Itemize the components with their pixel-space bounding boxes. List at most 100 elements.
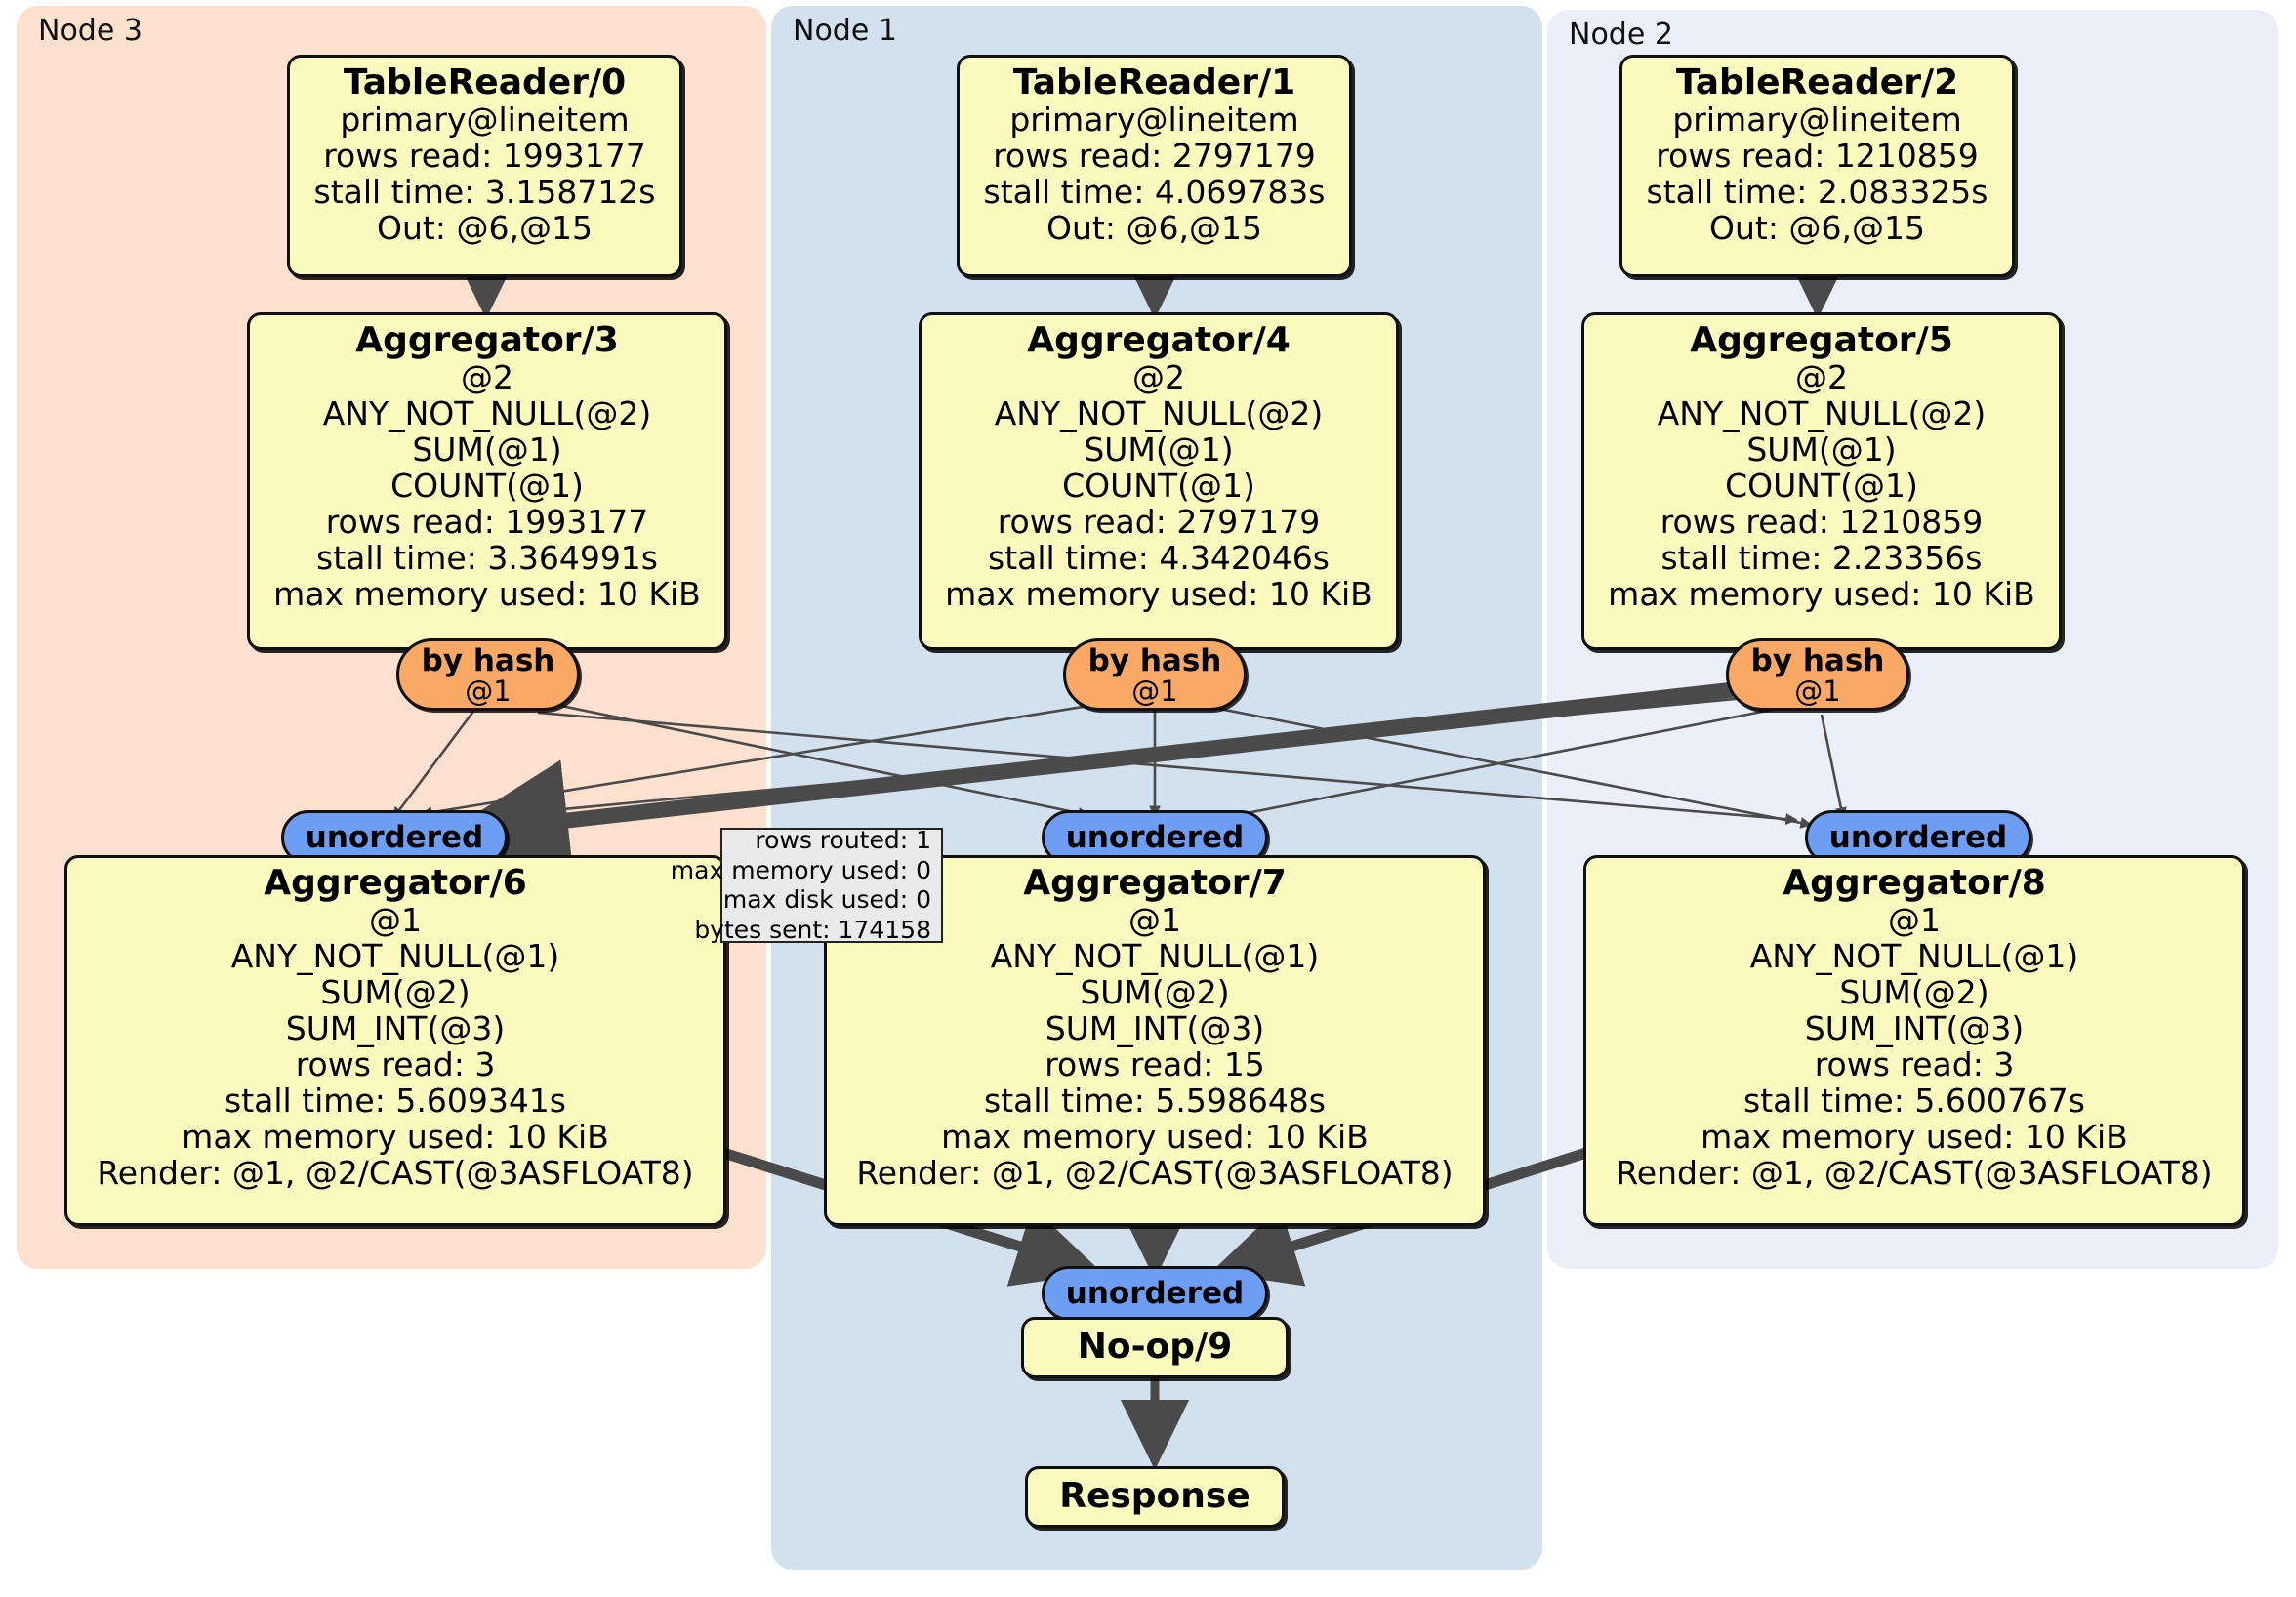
processor-tablereader-2[interactable]: TableReader/2 primary@lineitem rows read… [1620, 55, 2015, 277]
processor-detail-line: SUM(@2) [1080, 973, 1230, 1012]
processor-detail-line: primary@lineitem [1009, 101, 1299, 140]
processor-detail-line: SUM(@2) [320, 973, 471, 1012]
processor-detail-line: rows read: 3 [295, 1045, 496, 1085]
cluster-label-node-2: Node 2 [1569, 18, 1673, 52]
processor-detail-line: rows read: 15 [1045, 1045, 1265, 1085]
processor-detail-line: max memory used: 10 KiB [182, 1118, 609, 1157]
processor-title: No-op/9 [1077, 1327, 1233, 1368]
processor-no-op-9[interactable]: No-op/9 [1021, 1317, 1289, 1378]
processor-title: Aggregator/6 [264, 863, 527, 903]
processor-detail-line: stall time: 5.598648s [984, 1082, 1326, 1121]
processor-detail-line: SUM(@1) [1084, 430, 1234, 470]
processor-aggregator-7[interactable]: Aggregator/7 @1 ANY_NOT_NULL(@1) SUM(@2)… [824, 855, 1486, 1226]
stream-stat-line: bytes sent: 174158 [694, 915, 931, 944]
processor-title: TableReader/1 [1012, 62, 1296, 102]
stream-stat-line: max memory used: 0 [670, 855, 931, 884]
processor-detail-line: stall time: 3.158712s [313, 173, 656, 212]
processor-detail-line: @1 [1128, 901, 1181, 940]
processor-aggregator-5[interactable]: Aggregator/5 @2 ANY_NOT_NULL(@2) SUM(@1)… [1581, 312, 2062, 650]
processor-title: Aggregator/8 [1783, 863, 2046, 903]
processor-detail-line: COUNT(@1) [390, 467, 584, 506]
stream-stat-line: rows routed: 1 [755, 826, 931, 854]
processor-aggregator-3[interactable]: Aggregator/3 @2 ANY_NOT_NULL(@2) SUM(@1)… [247, 312, 727, 650]
processor-detail-line: max memory used: 10 KiB [273, 575, 701, 614]
synchronizer-label: unordered [1065, 1276, 1245, 1311]
router-label: by hash [1087, 642, 1222, 678]
processor-detail-line: Render: @1, @2/CAST(@3ASFLOAT8) [856, 1153, 1454, 1192]
processor-detail-line: stall time: 5.609341s [225, 1082, 566, 1121]
processor-detail-line: COUNT(@1) [1725, 467, 1918, 506]
processor-title: TableReader/0 [343, 62, 627, 102]
processor-detail-line: @1 [369, 901, 422, 940]
processor-title: Response [1059, 1476, 1250, 1517]
processor-detail-line: SUM(@2) [1839, 973, 1989, 1012]
synchronizer-label: unordered [1065, 820, 1245, 855]
processor-detail-line: Out: @6,@15 [377, 209, 593, 248]
processor-detail-line: Render: @1, @2/CAST(@3ASFLOAT8) [1616, 1153, 2213, 1192]
stream-stats-box: rows routed: 1 max memory used: 0 max di… [671, 826, 943, 944]
processor-detail-line: stall time: 3.364991s [316, 539, 658, 578]
processor-title: TableReader/2 [1675, 62, 1959, 102]
processor-detail-line: max memory used: 10 KiB [1701, 1118, 2128, 1157]
processor-detail-line: SUM(@1) [1746, 430, 1897, 470]
processor-detail-line: SUM_INT(@3) [1045, 1009, 1265, 1048]
processor-detail-line: stall time: 5.600767s [1743, 1082, 2085, 1121]
processor-detail-line: ANY_NOT_NULL(@2) [322, 394, 652, 433]
processor-detail-line: rows read: 3 [1814, 1045, 2015, 1085]
processor-response[interactable]: Response [1025, 1466, 1285, 1528]
processor-detail-line: SUM_INT(@3) [1804, 1009, 2025, 1048]
processor-detail-line: Out: @6,@15 [1709, 209, 1925, 248]
processor-title: Aggregator/5 [1690, 320, 1953, 360]
processor-detail-line: rows read: 2797179 [993, 137, 1316, 176]
processor-detail-line: SUM(@1) [412, 430, 562, 470]
processor-detail-line: ANY_NOT_NULL(@1) [990, 937, 1320, 976]
synchronizer-unordered-final[interactable]: unordered [1042, 1266, 1268, 1321]
processor-detail-line: primary@lineitem [340, 101, 630, 140]
processor-title: Aggregator/7 [1023, 863, 1287, 903]
processor-detail-line: @2 [461, 358, 513, 397]
processor-detail-line: rows read: 1210859 [1656, 137, 1979, 176]
synchronizer-label: unordered [1828, 820, 2008, 855]
processor-detail-line: ANY_NOT_NULL(@2) [994, 394, 1324, 433]
router-label: by hash [421, 642, 555, 678]
processor-detail-line: max memory used: 10 KiB [945, 575, 1373, 614]
processor-detail-line: ANY_NOT_NULL(@1) [230, 937, 560, 976]
processor-detail-line: rows read: 1993177 [325, 503, 649, 542]
router-label: by hash [1750, 642, 1885, 678]
processor-detail-line: @2 [1795, 358, 1848, 397]
router-by-hash-node-3[interactable]: by hash @1 [396, 638, 580, 711]
processor-tablereader-0[interactable]: TableReader/0 primary@lineitem rows read… [287, 55, 682, 277]
processor-detail-line: rows read: 1210859 [1660, 503, 1984, 542]
processor-tablereader-1[interactable]: TableReader/1 primary@lineitem rows read… [957, 55, 1352, 277]
router-by-hash-node-1[interactable]: by hash @1 [1063, 638, 1247, 711]
router-column: @1 [1794, 675, 1841, 709]
processor-detail-line: rows read: 2797179 [997, 503, 1321, 542]
processor-detail-line: ANY_NOT_NULL(@2) [1657, 394, 1987, 433]
processor-detail-line: Out: @6,@15 [1046, 209, 1262, 248]
processor-detail-line: stall time: 4.342046s [988, 539, 1330, 578]
synchronizer-label: unordered [305, 820, 484, 855]
processor-aggregator-4[interactable]: Aggregator/4 @2 ANY_NOT_NULL(@2) SUM(@1)… [919, 312, 1399, 650]
processor-detail-line: SUM_INT(@3) [285, 1009, 506, 1048]
processor-detail-line: @1 [1888, 901, 1941, 940]
processor-detail-line: stall time: 2.23356s [1660, 539, 1983, 578]
router-column: @1 [1131, 675, 1178, 709]
router-by-hash-node-2[interactable]: by hash @1 [1726, 638, 1909, 711]
processor-detail-line: stall time: 2.083325s [1646, 173, 1988, 212]
processor-aggregator-8[interactable]: Aggregator/8 @1 ANY_NOT_NULL(@1) SUM(@2)… [1583, 855, 2245, 1226]
processor-title: Aggregator/3 [355, 320, 619, 360]
stream-stat-line: max disk used: 0 [722, 885, 931, 914]
processor-aggregator-6[interactable]: Aggregator/6 @1 ANY_NOT_NULL(@1) SUM(@2)… [64, 855, 726, 1226]
processor-detail-line: ANY_NOT_NULL(@1) [1749, 937, 2079, 976]
processor-detail-line: COUNT(@1) [1062, 467, 1255, 506]
cluster-label-node-3: Node 3 [38, 14, 143, 48]
processor-title: Aggregator/4 [1027, 320, 1291, 360]
processor-detail-line: Render: @1, @2/CAST(@3ASFLOAT8) [97, 1153, 694, 1192]
processor-detail-line: stall time: 4.069783s [983, 173, 1326, 212]
processor-detail-line: max memory used: 10 KiB [1608, 575, 2035, 614]
processor-detail-line: max memory used: 10 KiB [941, 1118, 1369, 1157]
processor-detail-line: primary@lineitem [1672, 101, 1962, 140]
processor-detail-line: rows read: 1993177 [323, 137, 646, 176]
cluster-label-node-1: Node 1 [793, 14, 897, 48]
processor-detail-line: @2 [1132, 358, 1185, 397]
